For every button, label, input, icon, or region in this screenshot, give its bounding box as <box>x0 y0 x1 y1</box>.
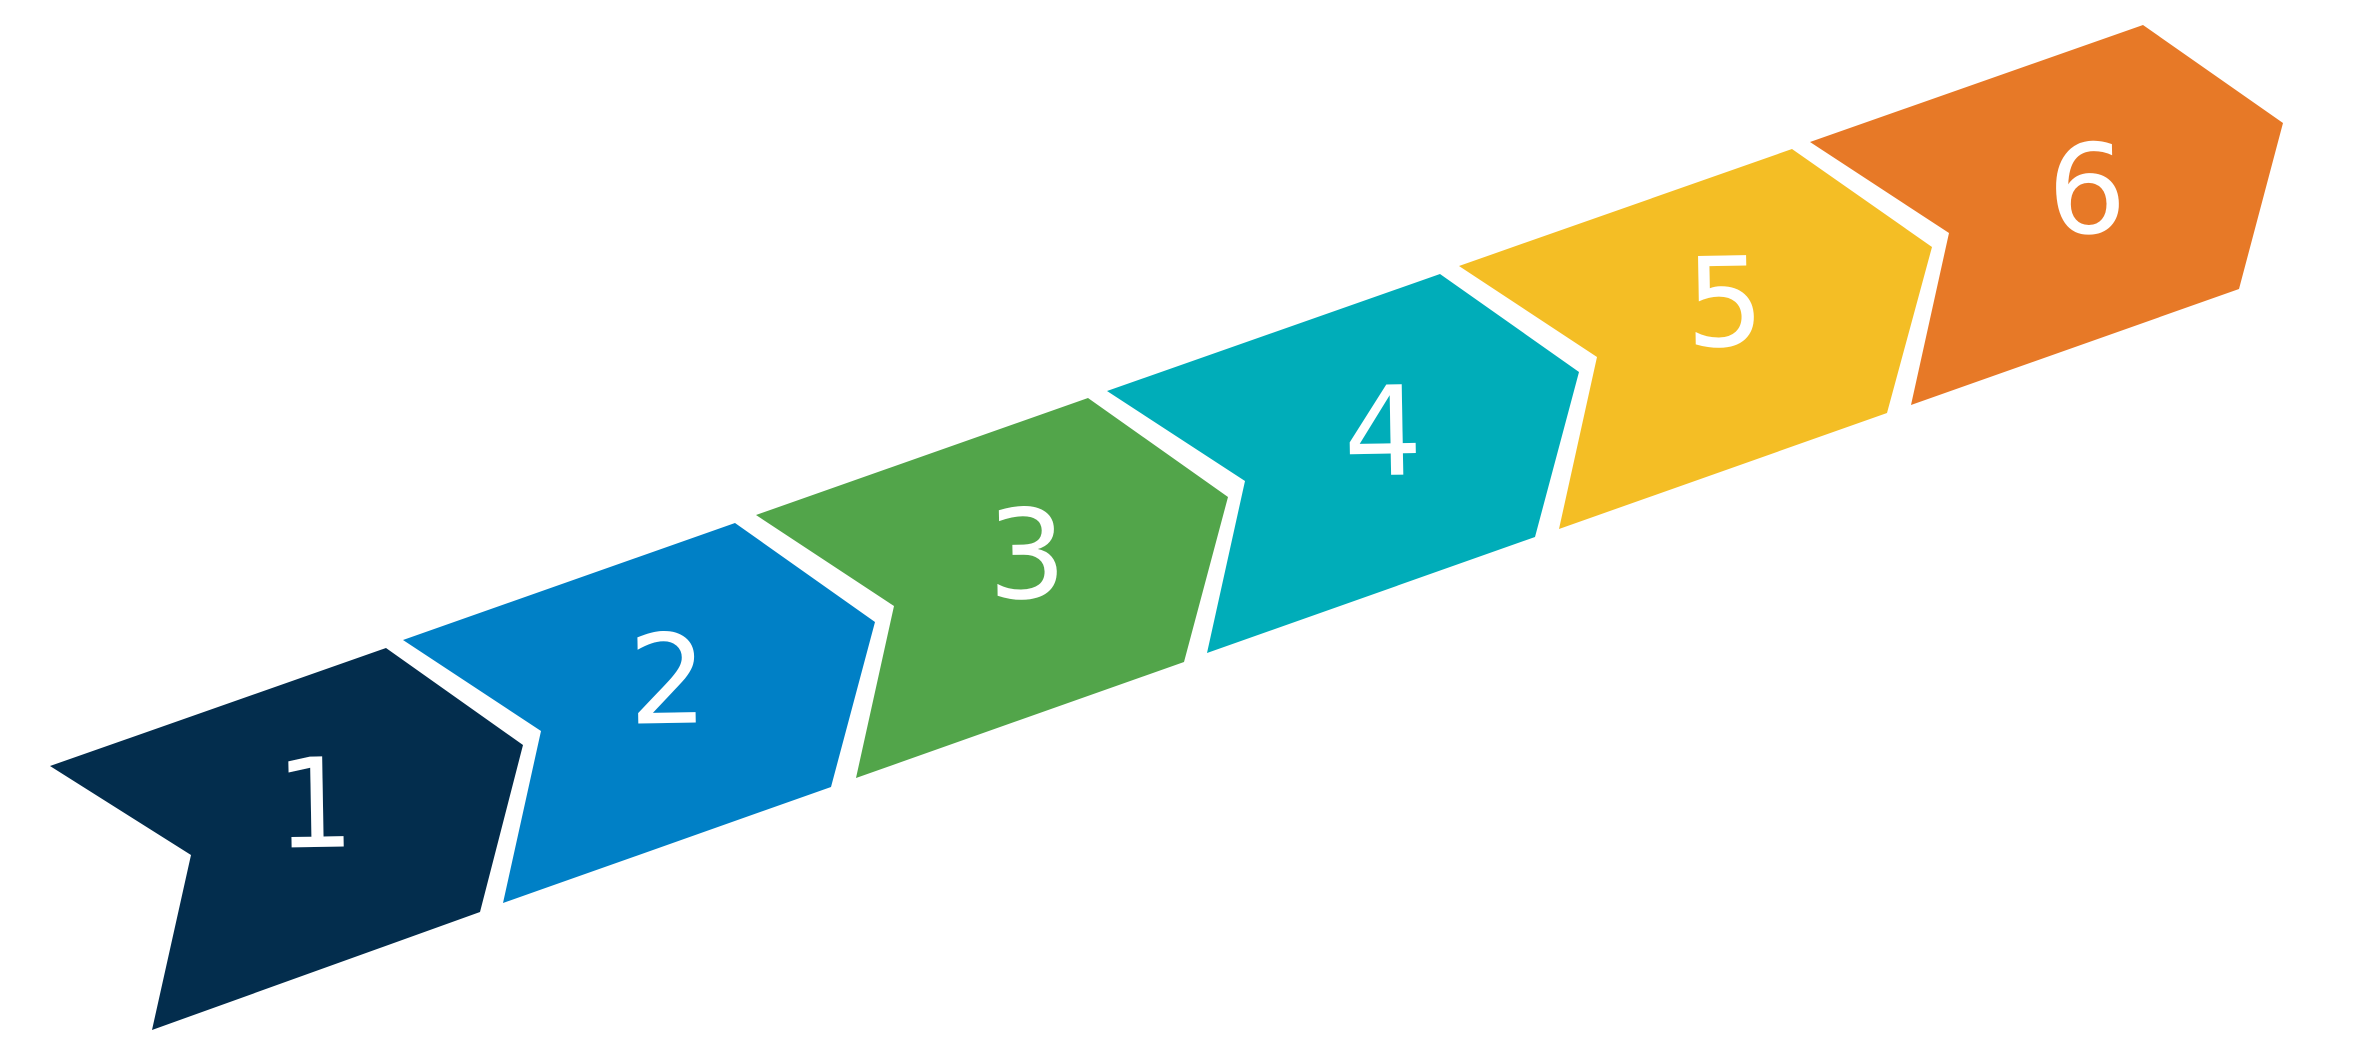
step-6-number: 6 <box>2046 118 2127 263</box>
step-6: 6 <box>1810 25 2283 405</box>
step-2-chevron <box>403 523 875 903</box>
step-5-number: 5 <box>1684 231 1765 376</box>
step-3-chevron <box>756 398 1228 778</box>
step-3-number: 3 <box>986 483 1067 628</box>
step-5-chevron <box>1459 149 1932 529</box>
step-4-number: 4 <box>1342 360 1423 505</box>
step-4: 4 <box>1107 274 1579 653</box>
step-4-chevron <box>1107 274 1579 653</box>
step-3: 3 <box>756 398 1228 778</box>
step-1: 1 <box>50 648 523 1030</box>
step-2-number: 2 <box>627 608 708 753</box>
step-6-chevron <box>1810 25 2283 405</box>
step-1-chevron <box>50 648 523 1030</box>
step-2: 2 <box>403 523 875 903</box>
step-5: 5 <box>1459 149 1932 529</box>
step-1-number: 1 <box>274 732 355 877</box>
